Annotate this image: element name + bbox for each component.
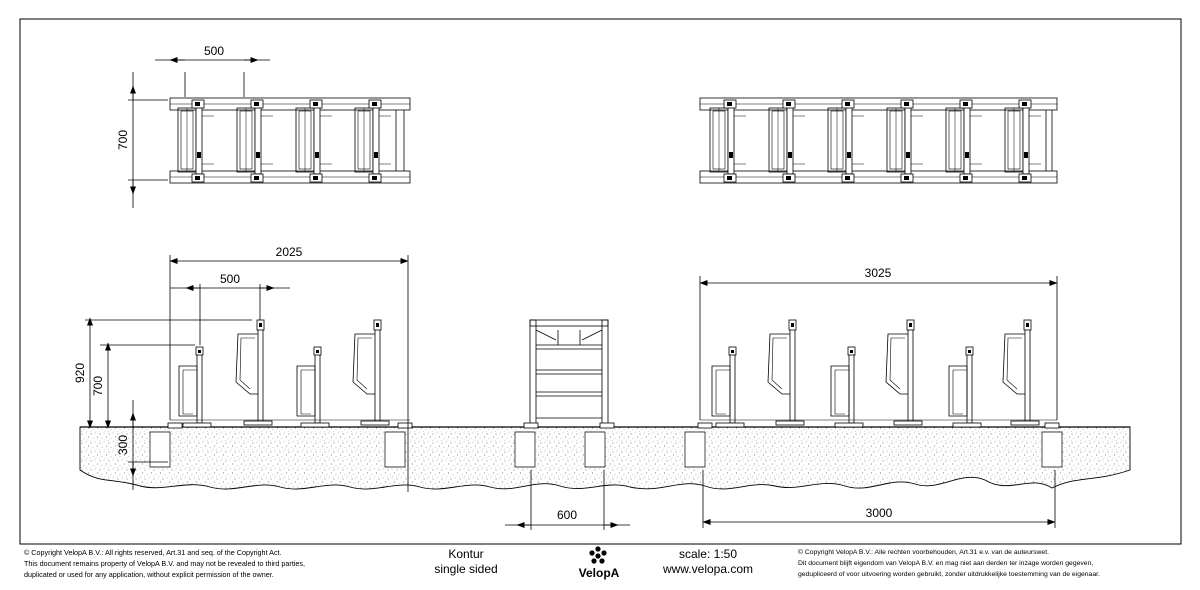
dim-height-low: 700 bbox=[91, 376, 105, 396]
dim-right-base: 3000 bbox=[866, 506, 893, 520]
scale-and-website: scale: 1:50 www.velopa.com bbox=[650, 547, 766, 577]
dim-left-length: 2025 bbox=[276, 245, 303, 259]
copyright-dutch: © Copyright VelopA B.V.: Alle rechten vo… bbox=[798, 547, 1100, 580]
dim-height-high: 920 bbox=[73, 363, 87, 383]
product-name: Kontur bbox=[448, 547, 484, 561]
elevation-right bbox=[697, 319, 1060, 429]
dim-foundation-width: 600 bbox=[557, 508, 577, 522]
copyright-nl-line-3: gedupliceerd of voor uitvoering worden g… bbox=[798, 571, 1100, 578]
copyright-nl-line-2: Dit document blijft eigendom van VelopA … bbox=[798, 560, 1094, 567]
front-view bbox=[523, 319, 615, 429]
dim-top-spacing: 500 bbox=[204, 44, 224, 58]
dim-right-length: 3025 bbox=[865, 266, 892, 280]
website-label: www.velopa.com bbox=[662, 562, 754, 576]
dim-top-depth: 700 bbox=[116, 130, 130, 150]
plan-view-left bbox=[169, 97, 411, 184]
dim-left-spacing: 500 bbox=[220, 272, 240, 286]
dimension-lines bbox=[85, 57, 1058, 530]
product-variant: single sided bbox=[434, 562, 498, 576]
plan-view-right bbox=[699, 97, 1058, 184]
ground-section bbox=[79, 426, 1131, 490]
product-label: Kontur single sided bbox=[410, 547, 522, 577]
scale-label: scale: 1:50 bbox=[678, 547, 738, 561]
copyright-en-line-3: duplicated or used for any application, … bbox=[24, 570, 274, 579]
copyright-en-line-2: This document remains property of VelopA… bbox=[24, 559, 306, 568]
dim-foundation-depth: 300 bbox=[116, 435, 130, 455]
elevation-left bbox=[167, 319, 413, 429]
copyright-english: © Copyright VelopA B.V.: All rights rese… bbox=[24, 547, 305, 580]
velopa-logo-icon bbox=[589, 546, 607, 564]
logo-text: VelopA bbox=[578, 566, 620, 580]
copyright-en-line-1: © Copyright VelopA B.V.: All rights rese… bbox=[24, 548, 282, 557]
copyright-nl-line-1: © Copyright VelopA B.V.: Alle rechten vo… bbox=[798, 549, 1049, 556]
